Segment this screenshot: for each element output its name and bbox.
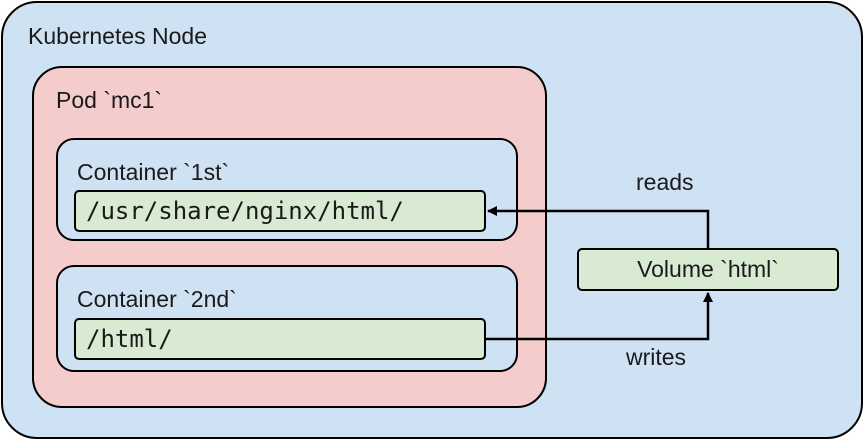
reads-edge-label: reads: [636, 169, 694, 195]
writes-edge-label: writes: [626, 344, 687, 370]
container-2nd-title: Container `2nd`: [77, 286, 237, 312]
container-2nd-path: /html/: [86, 325, 173, 353]
container-1st-path-box: [74, 190, 486, 232]
volume-box: [577, 248, 839, 291]
container-1st-title: Container `1st`: [77, 159, 230, 185]
pod-title: Pod `mc1`: [56, 87, 163, 113]
volume-label: Volume `html`: [637, 256, 779, 282]
kubernetes-node-title: Kubernetes Node: [28, 23, 208, 49]
container-1st-path: /usr/share/nginx/html/: [86, 197, 404, 225]
container-2nd-path-box: [74, 318, 486, 360]
